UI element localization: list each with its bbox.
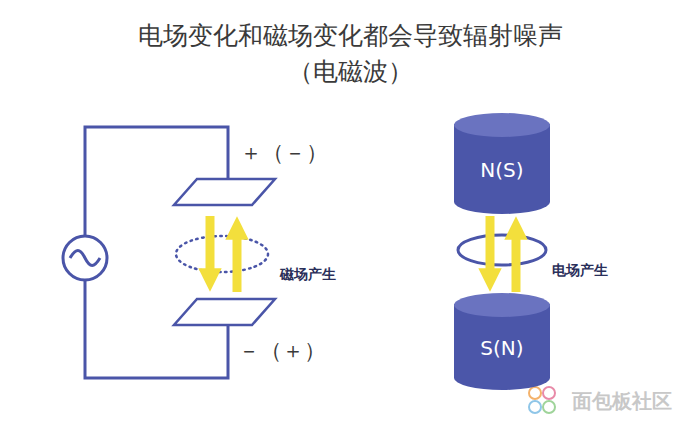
electric-field-loop: [458, 235, 546, 265]
watermark: 面包板社区: [572, 388, 672, 415]
magnet-cylinder: N(S): [452, 112, 552, 214]
field-note: 电场产生: [552, 262, 608, 280]
polarity-label: ＋（－）: [240, 138, 328, 168]
capacitor-plate: [174, 299, 275, 325]
ac-sine: [70, 251, 100, 266]
title: 电场变化和磁场变化都会导致辐射噪声 （电磁波）: [115, 18, 585, 90]
pole-label: N(S): [452, 158, 552, 182]
ac-source: [63, 236, 107, 280]
field-note: 磁场产生: [280, 266, 336, 284]
field-arrow: [512, 228, 521, 292]
polarity-label: －（＋）: [238, 336, 326, 366]
field-arrow: [233, 228, 242, 292]
field-arrow: [206, 216, 215, 280]
pole-label: S(N): [452, 336, 552, 360]
magnet-cylinder: S(N): [452, 292, 552, 390]
capacitor-plate: [174, 179, 275, 205]
field-arrow: [486, 216, 495, 280]
magnetic-field-loop: [176, 236, 268, 272]
